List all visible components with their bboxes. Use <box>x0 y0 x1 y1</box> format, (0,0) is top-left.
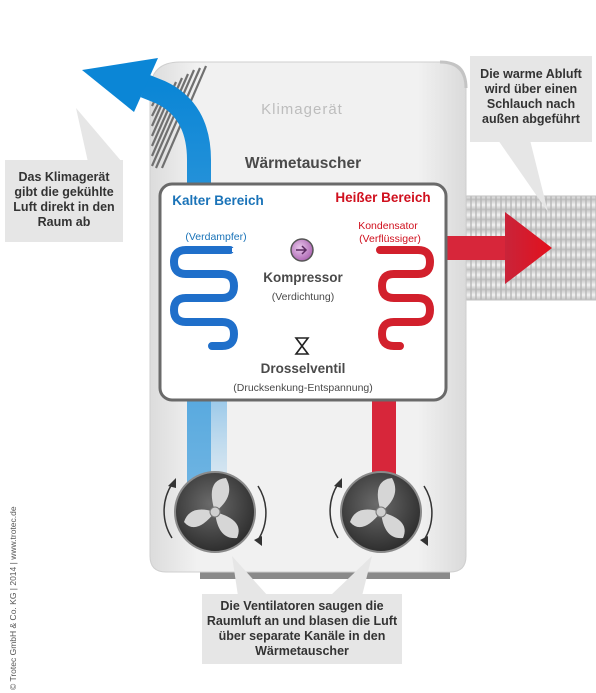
left-callout: Das Klimagerät gibt die gekühlte Luft di… <box>5 160 123 242</box>
left-callout-line: Luft direkt in den <box>13 200 115 214</box>
bottom-callout-line: Wärmetauscher <box>255 644 349 658</box>
left-callout-line: Das Klimagerät <box>18 170 110 184</box>
flow-direction-arrows <box>232 246 360 350</box>
condenser-sublabel: (Verflüssiger) <box>359 233 421 245</box>
bottom-callout-pointer-left <box>232 556 268 596</box>
right-callout-line: Schlauch nach <box>486 97 576 111</box>
cold-zone-label: Kalter Bereich <box>172 193 264 208</box>
condenser-label: Kondensator <box>358 220 418 232</box>
expansion-valve-icon <box>294 337 310 355</box>
bottom-callout-pointer-right <box>330 556 372 596</box>
refrigerant-circuit <box>170 246 434 350</box>
compressor-sublabel: (Verdichtung) <box>272 291 334 303</box>
evaporator-label: (Verdampfer) <box>185 231 246 243</box>
valve-label: Drosselventil <box>261 361 346 376</box>
condenser-coil <box>376 246 434 350</box>
fan-left <box>163 471 267 553</box>
right-callout-line: Die warme Abluft <box>480 67 582 81</box>
right-callout-line: wird über einen <box>484 82 578 96</box>
valve-sublabel: (Drucksenkung-Entspannung) <box>233 382 373 394</box>
right-callout-pointer <box>498 140 548 212</box>
fan-right <box>329 471 433 553</box>
cold-air-outflow-arrow <box>82 58 211 490</box>
left-callout-pointer <box>76 108 122 162</box>
compressor-label: Kompressor <box>263 270 343 285</box>
bottom-callout-line: Die Ventilatoren saugen die <box>220 599 384 613</box>
hot-zone-label: Heißer Bereich <box>335 190 430 205</box>
bottom-callout-line: Raumluft an und blasen die Luft <box>206 614 398 628</box>
compressor-icon <box>290 238 314 262</box>
right-callout: Die warme Abluft wird über einen Schlauc… <box>470 56 592 142</box>
right-callout-line: außen abgeführt <box>482 112 580 126</box>
left-callout-line: gibt die gekühlte <box>14 185 114 199</box>
bottom-callout: Die Ventilatoren saugen die Raumluft an … <box>202 594 402 664</box>
device-title: Klimagerät <box>261 101 343 118</box>
heat-exchanger-title: Wärmetauscher <box>245 155 361 172</box>
bottom-callout-line: über separate Kanäle in den <box>218 629 386 643</box>
copyright-notice: © Trotec GmbH & Co. KG | 2014 | www.trot… <box>8 506 18 690</box>
evaporator-coil <box>170 246 238 350</box>
left-callout-line: Raum ab <box>37 215 91 229</box>
